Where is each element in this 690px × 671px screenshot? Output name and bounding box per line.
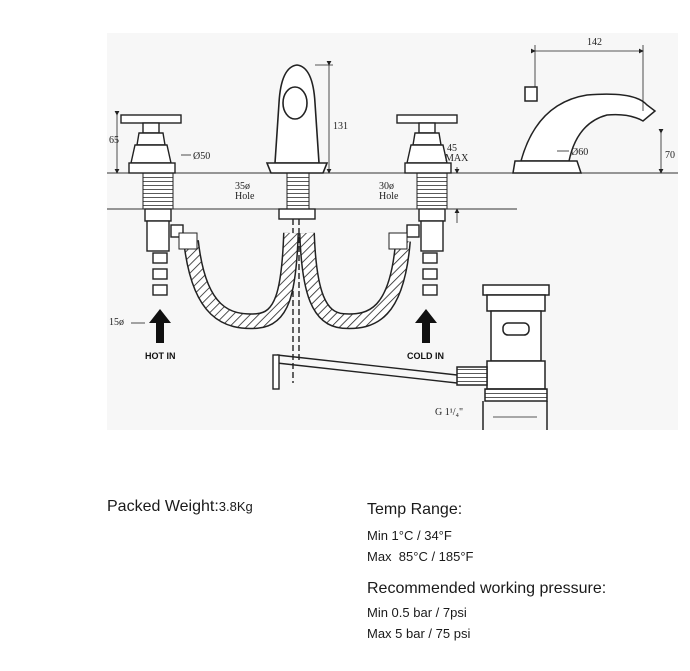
pressure-title: Recommended working pressure: [367,580,607,597]
packed-weight-label: Packed Weight: [107,498,219,515]
left-thread [142,172,174,210]
dim-diameter-60: Ø60 [571,147,588,158]
left-fittings [144,208,184,296]
center-spout [265,64,329,174]
braided-hoses [178,232,411,330]
dim-65: 65 [109,135,119,146]
right-handle [396,114,458,174]
side-spout-view [512,86,657,174]
center-thread [286,172,310,210]
tap-schematic: 142 70 Ø60 65 Ø50 131 45 MAX 35ø Hole 30… [107,37,678,430]
hole-right-size: 30ø [379,181,394,192]
waste-thread-label: G 1¹/₄" [435,407,463,418]
dim-diameter-50: Ø50 [193,151,210,162]
technical-drawing: 142 70 Ø60 65 Ø50 131 45 MAX 35ø Hole 30… [107,33,678,430]
packed-weight: Packed Weight:3.8Kg [107,498,253,516]
cold-in-arrow [415,309,437,343]
dim-70: 70 [665,150,675,161]
temp-max: Max 85°C / 185°F [367,549,474,564]
left-handle [120,114,182,174]
hole-center-word: Hole [235,191,255,202]
dimension-lines [114,45,664,418]
inlet-size: 15ø [109,317,124,328]
cold-in-label: COLD IN [407,351,444,361]
dim-45: 45 [447,143,457,154]
temp-min: Min 1°C / 34°F [367,528,452,543]
hot-in-arrow [149,309,171,343]
pressure-max: Max 5 bar / 75 psi [367,626,471,641]
hole-right-word: Hole [379,191,399,202]
hot-in-label: HOT IN [145,351,176,361]
pop-up-waste [456,284,550,430]
right-thread [416,172,448,210]
dim-142: 142 [587,37,602,48]
pressure-min: Min 0.5 bar / 7psi [367,605,467,620]
pop-up-rod [272,354,458,390]
dim-max: MAX [445,153,469,164]
hole-center-size: 35ø [235,181,250,192]
temp-range-title: Temp Range: [367,501,463,518]
right-fittings [406,208,446,296]
dim-131: 131 [333,121,348,132]
packed-weight-value: 3.8Kg [218,499,253,514]
